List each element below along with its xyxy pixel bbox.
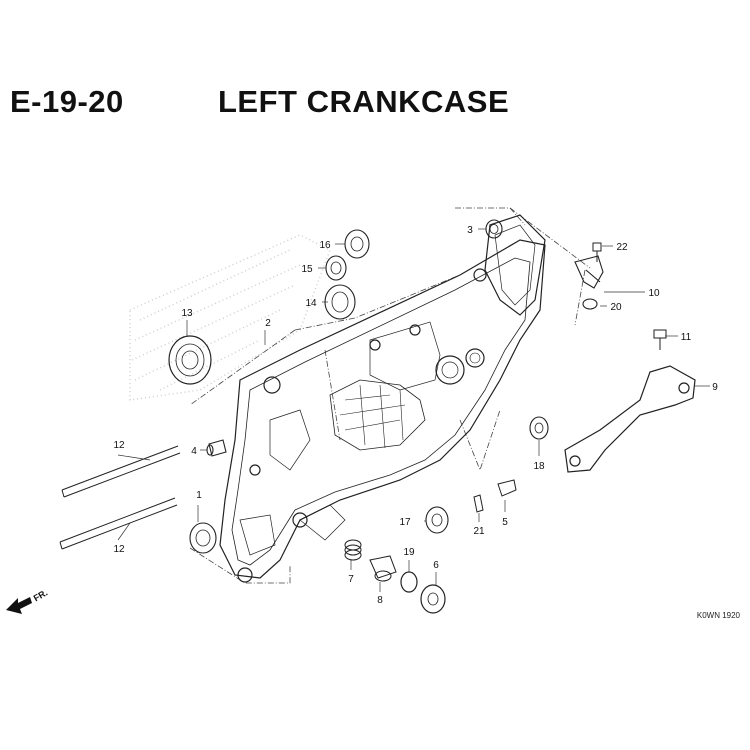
left-crankcase-body <box>219 214 546 583</box>
arrow-icon <box>6 597 32 614</box>
callout-21: 21 <box>473 526 485 537</box>
clip-5 <box>497 479 517 497</box>
callout-16: 16 <box>319 240 331 251</box>
callout-1: 1 <box>196 490 202 501</box>
pin-21 <box>473 494 484 513</box>
callout-12-top: 12 <box>113 440 125 451</box>
bracket-9 <box>564 365 696 473</box>
callout-3: 3 <box>467 225 473 236</box>
callout-19: 19 <box>403 547 415 558</box>
gasket-dotted-area <box>129 234 331 401</box>
callout-12-bottom: 12 <box>113 544 125 555</box>
o-ring-20 <box>582 298 598 310</box>
o-ring-19 <box>400 571 418 593</box>
bearing-13 <box>168 335 212 385</box>
callout-18: 18 <box>533 461 545 472</box>
callout-5: 5 <box>502 517 508 528</box>
front-direction-arrow: FR. <box>6 587 49 614</box>
callout-8: 8 <box>377 595 383 606</box>
sensor-10 <box>574 255 604 289</box>
collar-3 <box>485 219 503 239</box>
callout-15: 15 <box>301 264 313 275</box>
callout-22: 22 <box>616 242 628 253</box>
callout-17: 17 <box>399 517 411 528</box>
callout-numbers: 1 2 3 4 5 6 7 8 9 10 11 12 12 13 14 15 1… <box>113 225 718 606</box>
callout-10: 10 <box>648 288 660 299</box>
callout-14: 14 <box>305 298 317 309</box>
seal-18 <box>529 416 549 440</box>
cap-6 <box>420 584 446 614</box>
diagram-code-heading: E-19-20 <box>10 84 124 119</box>
bearing-14 <box>324 284 356 320</box>
plug-8 <box>369 555 397 582</box>
stud-bolts-12 <box>59 445 181 550</box>
bolt-11 <box>653 329 667 350</box>
callout-13: 13 <box>181 308 193 319</box>
bearing-1 <box>189 522 217 554</box>
seal-15 <box>325 255 347 281</box>
drawing-reference-code: K0WN 1920 <box>697 611 741 620</box>
front-label: FR. <box>32 587 50 603</box>
callout-2: 2 <box>265 318 271 329</box>
oil-seal-17 <box>425 506 449 534</box>
callout-7: 7 <box>348 574 354 585</box>
callout-20: 20 <box>610 302 622 313</box>
leader-lines <box>117 228 710 592</box>
dowel-pin-4 <box>206 439 227 457</box>
callout-4: 4 <box>191 446 197 457</box>
bolt-22 <box>592 242 602 262</box>
bearing-16 <box>344 229 370 259</box>
spring-7 <box>344 539 362 561</box>
callout-11: 11 <box>681 332 692 343</box>
callout-9: 9 <box>712 382 718 393</box>
callout-6: 6 <box>433 560 439 571</box>
diagram-title: LEFT CRANKCASE <box>218 84 510 119</box>
assembly-dash-lines <box>189 207 591 584</box>
